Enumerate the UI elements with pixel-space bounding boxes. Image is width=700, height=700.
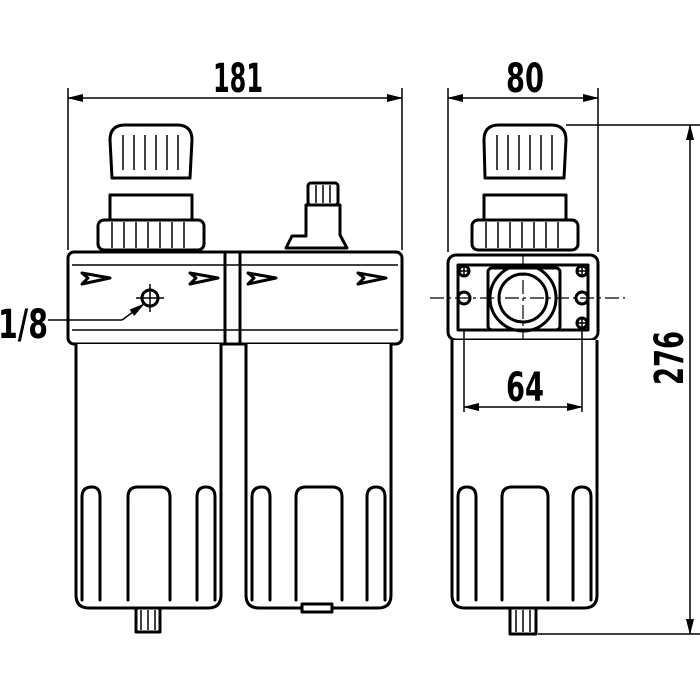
port-thread-label: 1/8 [0, 302, 48, 348]
side-view: 80 64 276 [430, 56, 700, 636]
height-dimension: 276 [538, 124, 700, 635]
head-block [66, 250, 404, 346]
filter-bowl [74, 344, 223, 634]
lubricator-bowl [244, 344, 393, 614]
depth-dimension: 80 [447, 56, 599, 252]
front-view: 181 1/8 [0, 56, 404, 634]
port-thread-callout: 1/8 [0, 302, 145, 348]
side-head-block [430, 253, 625, 350]
height-label: 276 [647, 331, 693, 385]
overall-width-label: 181 [213, 56, 263, 102]
side-regulator-knob [470, 123, 580, 252]
lubricator-fill-plug [284, 181, 349, 250]
regulator-knob [96, 123, 206, 252]
depth-label: 80 [506, 56, 544, 102]
mount-spacing-label: 64 [506, 365, 544, 411]
width-dimension: 181 [67, 56, 403, 250]
mount-spacing-dimension: 64 [463, 330, 583, 412]
